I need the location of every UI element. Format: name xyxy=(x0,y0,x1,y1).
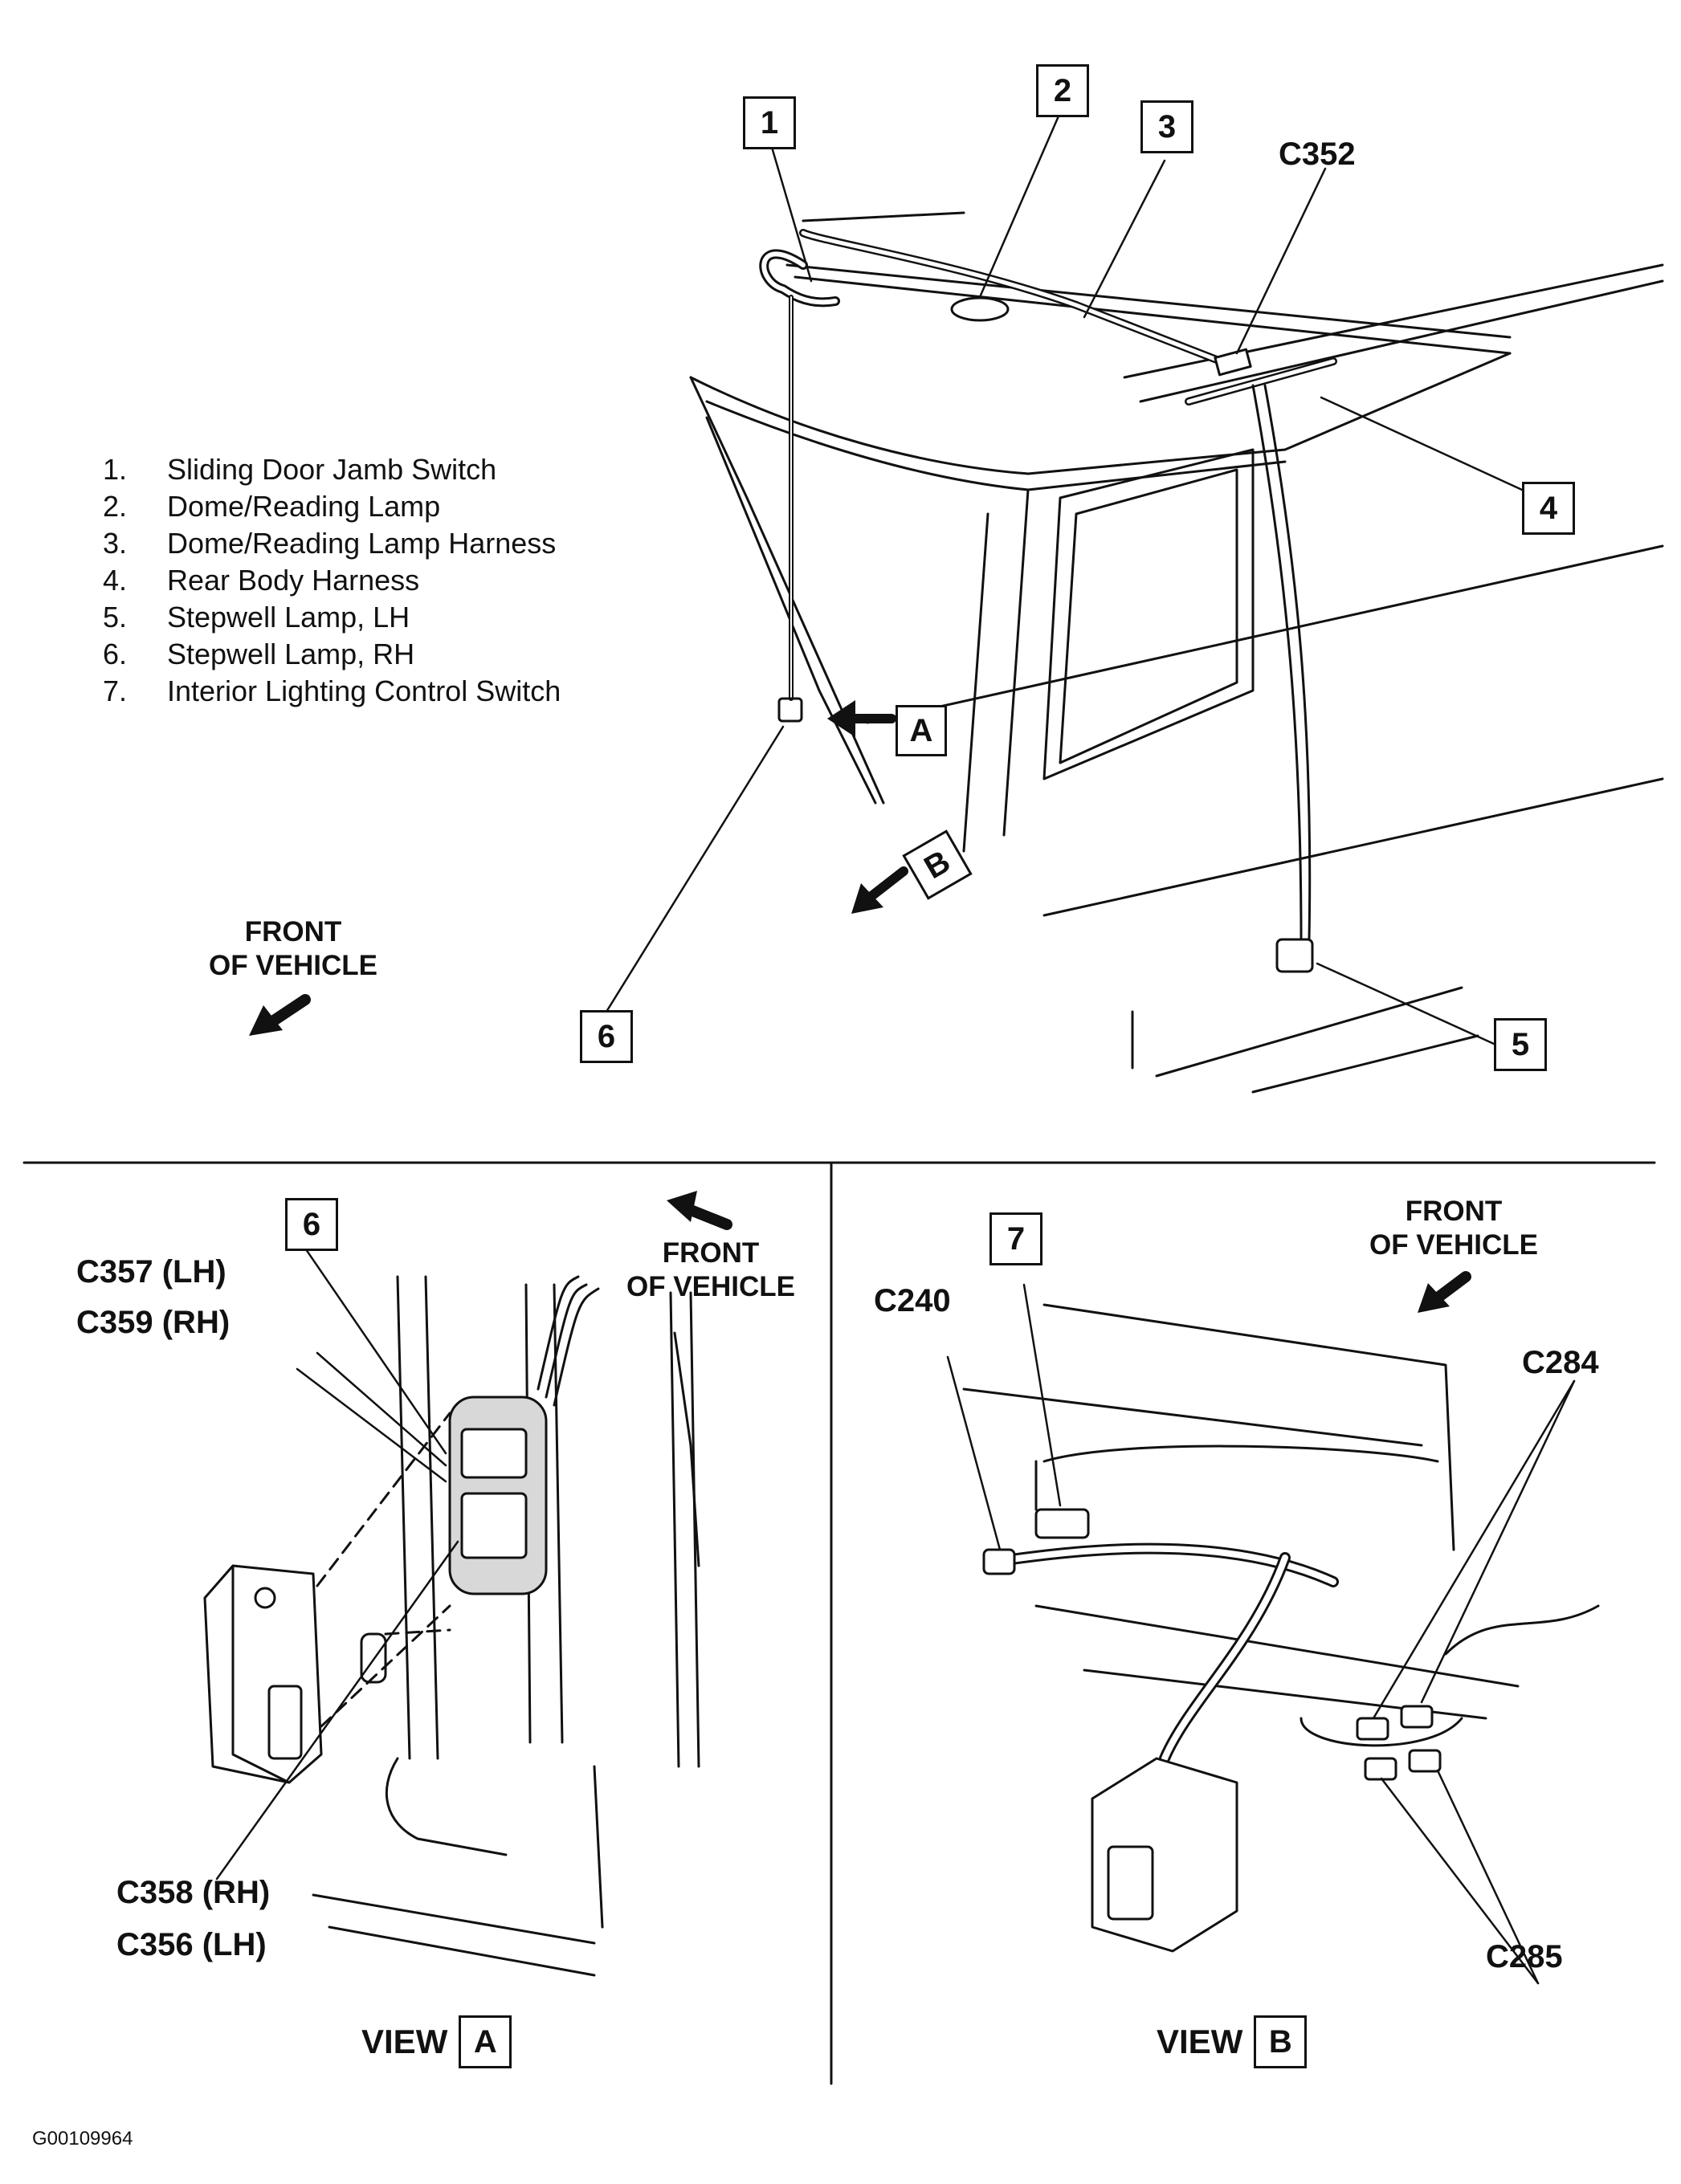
legend-num: 2. xyxy=(103,490,128,523)
front-label-line2: OF VEHICLE xyxy=(208,950,378,981)
callout-5: 5 xyxy=(1494,1018,1547,1071)
view-a-caption: VIEW A xyxy=(361,2015,512,2068)
legend-num: 1. xyxy=(103,453,128,486)
front-of-vehicle-label-view-a: FRONT OF VEHICLE xyxy=(610,1237,811,1304)
view-a-drawing xyxy=(203,1191,732,1977)
legend-num: 3. xyxy=(103,527,128,560)
legend-num: 4. xyxy=(103,564,128,597)
front-of-vehicle-label: FRONT OF VEHICLE xyxy=(193,915,394,983)
connector-c357-label: C357 (LH) xyxy=(76,1254,226,1290)
connector-c284-label: C284 xyxy=(1522,1345,1599,1380)
legend-num: 5. xyxy=(103,601,128,634)
callout-6: 6 xyxy=(580,1010,633,1063)
front-label-line1: FRONT xyxy=(1405,1196,1503,1227)
view-b-caption: VIEW B xyxy=(1157,2015,1308,2068)
legend-num: 6. xyxy=(103,638,128,670)
connector-c240-label: C240 xyxy=(874,1283,951,1318)
legend-label: Sliding Door Jamb Switch xyxy=(167,453,497,486)
legend-item: 5. Stepwell Lamp, LH xyxy=(103,599,561,636)
callout-4: 4 xyxy=(1522,482,1575,535)
view-b-leader-lines xyxy=(946,1283,1576,1985)
callout-2: 2 xyxy=(1036,64,1089,117)
legend-label: Interior Lighting Control Switch xyxy=(167,674,561,707)
legend-label: Dome/Reading Lamp xyxy=(167,490,441,523)
front-label-line1: FRONT xyxy=(662,1237,760,1269)
view-a-leader-lines xyxy=(215,1235,459,1880)
connector-c356-label: C356 (LH) xyxy=(116,1927,267,1962)
front-of-vehicle-label-view-b: FRONT OF VEHICLE xyxy=(1349,1195,1558,1262)
callout-3: 3 xyxy=(1140,100,1193,153)
legend-label: Dome/Reading Lamp Harness xyxy=(167,527,557,560)
legend-num: 7. xyxy=(103,674,128,707)
legend-item: 2. Dome/Reading Lamp xyxy=(103,488,561,525)
legend-item: 3. Dome/Reading Lamp Harness xyxy=(103,525,561,562)
legend-item: 1. Sliding Door Jamb Switch xyxy=(103,451,561,488)
legend-label: Stepwell Lamp, RH xyxy=(167,638,415,670)
legend-item: 4. Rear Body Harness xyxy=(103,562,561,599)
connector-c358-label: C358 (RH) xyxy=(116,1875,271,1910)
legend-label: Stepwell Lamp, LH xyxy=(167,601,410,634)
connector-c359-label: C359 (RH) xyxy=(76,1305,231,1340)
callout-1: 1 xyxy=(743,96,796,149)
view-b-drawing xyxy=(962,1271,1600,1953)
callout-6-view-a: 6 xyxy=(285,1198,338,1251)
legend-item: 7. Interior Lighting Control Switch xyxy=(103,673,561,710)
view-word: VIEW xyxy=(361,2023,448,2060)
van-overview-drawing xyxy=(249,211,1664,1094)
front-label-line2: OF VEHICLE xyxy=(626,1271,796,1302)
top-leader-lines xyxy=(605,111,1524,1045)
connector-c285-label: C285 xyxy=(1486,1939,1563,1974)
view-a-letter: A xyxy=(459,2015,512,2068)
view-word: VIEW xyxy=(1157,2023,1243,2060)
legend-item: 6. Stepwell Lamp, RH xyxy=(103,636,561,673)
connector-c352-label: C352 xyxy=(1279,136,1356,172)
legend-label: Rear Body Harness xyxy=(167,564,420,597)
legend: 1. Sliding Door Jamb Switch 2. Dome/Readin… xyxy=(103,451,561,710)
view-b-letter: B xyxy=(1254,2015,1308,2068)
figure-id: G00109964 xyxy=(32,2128,133,2149)
front-label-line2: OF VEHICLE xyxy=(1369,1229,1539,1261)
view-marker-a: A xyxy=(896,705,947,756)
front-label-line1: FRONT xyxy=(244,916,342,947)
callout-7: 7 xyxy=(989,1212,1042,1265)
